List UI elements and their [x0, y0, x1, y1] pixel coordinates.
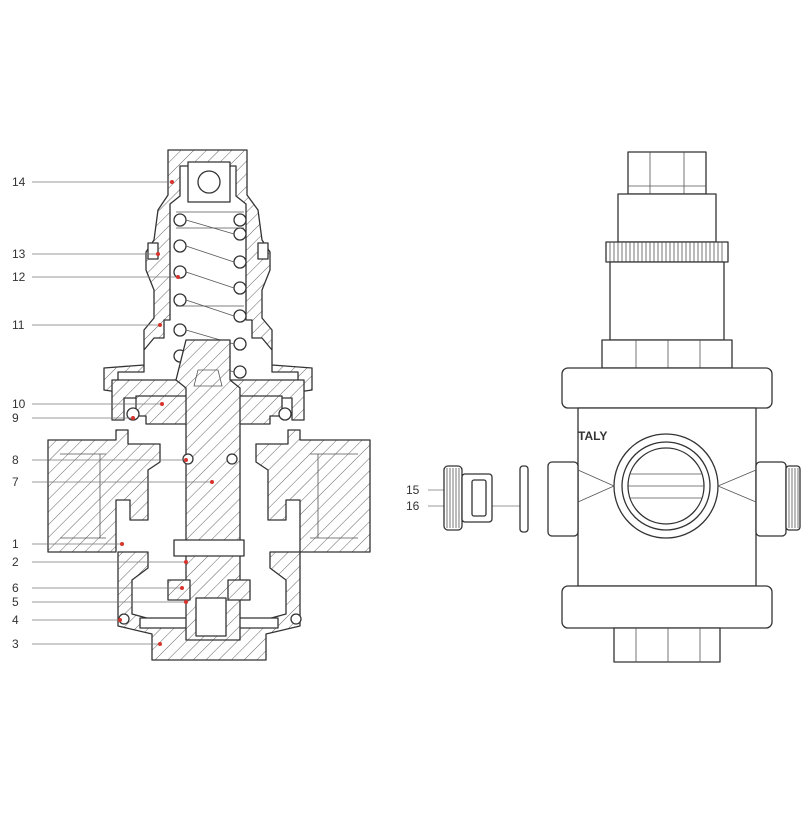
callout-3: 3 [12, 637, 19, 651]
callout-10: 10 [12, 397, 26, 411]
callout-12: 12 [12, 270, 26, 284]
callout-6: 6 [12, 581, 19, 595]
callout-7: 7 [12, 475, 19, 489]
callout-4: 4 [12, 613, 19, 627]
callout-9: 9 [12, 411, 19, 425]
section-view [47, 149, 371, 661]
callout-2: 2 [12, 555, 19, 569]
body-marking: TALY [578, 429, 607, 443]
callout-1: 1 [12, 537, 19, 551]
callout-16: 16 [406, 499, 420, 513]
callout-group: 14 13 12 11 10 9 8 7 1 2 6 5 4 3 15 16 [12, 175, 526, 651]
callout-14: 14 [12, 175, 26, 189]
callout-13: 13 [12, 247, 26, 261]
callout-11: 11 [12, 318, 25, 332]
callout-5: 5 [12, 595, 19, 609]
callout-8: 8 [12, 453, 19, 467]
filter-parts [443, 465, 529, 533]
callout-15: 15 [406, 483, 420, 497]
spring [173, 211, 247, 391]
exterior-view: TALY [547, 151, 801, 663]
